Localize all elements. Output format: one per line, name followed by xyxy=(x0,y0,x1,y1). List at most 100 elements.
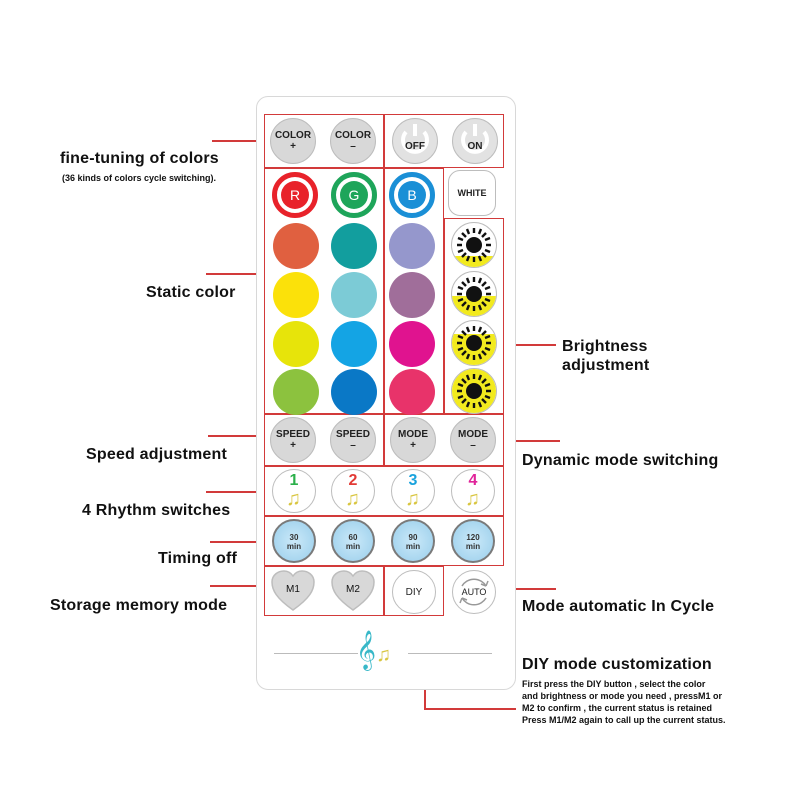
color-swatch-2-4[interactable] xyxy=(331,369,377,415)
on-button[interactable]: ON xyxy=(452,118,498,164)
timer-unit: min xyxy=(465,542,481,551)
brightness-label-line1: Brightness xyxy=(562,338,648,355)
timer-minutes: 90 xyxy=(408,533,418,542)
speed-arrow xyxy=(208,431,264,441)
fine-tuning-arrow xyxy=(212,136,264,146)
timer-group xyxy=(264,516,504,566)
mode-auto-label: Mode automatic In Cycle xyxy=(522,598,715,615)
color-plus-button[interactable]: COLOR + xyxy=(270,118,316,164)
rhythm-button-2[interactable]: 2 ♫ xyxy=(331,469,375,513)
timer-30-button[interactable]: 30 min xyxy=(272,519,316,563)
speed-minus-sign: – xyxy=(350,440,356,451)
m2-label: M2 xyxy=(346,584,360,595)
fine-tuning-label: fine-tuning of colors xyxy=(60,150,219,167)
rhythm-number: 1 xyxy=(289,472,299,489)
speed-adjustment-label: Speed adjustment xyxy=(86,446,228,463)
mode-group xyxy=(384,414,504,466)
red-label: R xyxy=(281,181,309,209)
divider-left xyxy=(274,653,358,654)
auto-button[interactable]: AUTO xyxy=(452,570,496,614)
rhythm-group xyxy=(264,466,504,516)
dynamic-mode-label: Dynamic mode switching xyxy=(522,452,719,469)
power-icon xyxy=(461,124,489,154)
brightness-label-line2: adjustment xyxy=(562,357,650,374)
color-swatch-3-4[interactable] xyxy=(389,369,435,415)
speed-plus-button[interactable]: SPEED + xyxy=(270,417,316,463)
timer-120-button[interactable]: 120 min xyxy=(451,519,495,563)
mode-plus-label: MODE xyxy=(398,429,428,440)
diy-desc-3: M2 to confirm , the current status is re… xyxy=(522,703,713,713)
speed-plus-label: SPEED xyxy=(276,429,310,440)
power-icon xyxy=(401,124,429,154)
color-swatch-2-2[interactable] xyxy=(331,272,377,318)
power-group xyxy=(384,114,504,168)
brightness-button-3[interactable] xyxy=(451,320,497,366)
off-button[interactable]: OFF xyxy=(392,118,438,164)
color-swatch-1-4[interactable] xyxy=(273,369,319,415)
white-button[interactable]: WHITE xyxy=(448,170,496,216)
static-color-group-left xyxy=(264,168,384,414)
sun-icon xyxy=(457,326,491,360)
diy-desc-2: and brightness or mode you need , pressM… xyxy=(522,691,723,701)
speed-minus-button[interactable]: SPEED – xyxy=(330,417,376,463)
storage-arrow xyxy=(210,581,264,591)
music-note-icon: ♫ xyxy=(286,488,301,510)
green-button[interactable]: G xyxy=(331,172,377,218)
color-swatch-3-2[interactable] xyxy=(389,272,435,318)
timer-label: 60 min xyxy=(333,533,373,551)
blue-label: B xyxy=(398,181,426,209)
color-swatch-2-1[interactable] xyxy=(331,223,377,269)
color-swatch-3-3[interactable] xyxy=(389,321,435,367)
mode-plus-sign: + xyxy=(410,440,416,451)
fine-tuning-sublabel: (36 kinds of colors cycle switching). xyxy=(62,173,217,183)
timer-90-button[interactable]: 90 min xyxy=(391,519,435,563)
rhythm-button-1[interactable]: 1 ♫ xyxy=(272,469,316,513)
speed-plus-sign: + xyxy=(290,440,296,451)
color-swatch-2-3[interactable] xyxy=(331,321,377,367)
timer-label: 120 min xyxy=(453,533,493,551)
sun-icon xyxy=(457,228,491,262)
timing-arrow xyxy=(210,537,264,547)
rhythm-button-4[interactable]: 4 ♫ xyxy=(451,469,495,513)
music-note-icon: ♫ xyxy=(345,488,360,510)
heart-icon xyxy=(271,570,315,611)
color-minus-button[interactable]: COLOR – xyxy=(330,118,376,164)
timer-60-button[interactable]: 60 min xyxy=(331,519,375,563)
brightness-button-2[interactable] xyxy=(451,271,497,317)
mode-minus-sign: – xyxy=(470,440,476,451)
color-swatch-1-3[interactable] xyxy=(273,321,319,367)
off-label: OFF xyxy=(405,140,425,152)
color-swatch-1-1[interactable] xyxy=(273,223,319,269)
m1-button[interactable]: M1 xyxy=(270,570,316,612)
sun-icon xyxy=(457,374,491,408)
diy-group xyxy=(384,566,444,616)
brightness-button-4[interactable] xyxy=(451,368,497,414)
timing-off-label: Timing off xyxy=(158,550,238,567)
on-label: ON xyxy=(467,140,483,152)
color-tune-group xyxy=(264,114,384,168)
diy-desc-4: Press M1/M2 again to call up the current… xyxy=(522,715,726,725)
color-plus-sign: + xyxy=(290,141,296,152)
rhythm-button-3[interactable]: 3 ♫ xyxy=(391,469,435,513)
diy-button[interactable]: DIY xyxy=(392,570,436,614)
mode-plus-button[interactable]: MODE + xyxy=(390,417,436,463)
static-color-arrow xyxy=(206,269,264,279)
mode-minus-button[interactable]: MODE – xyxy=(450,417,496,463)
color-swatch-1-2[interactable] xyxy=(273,272,319,318)
cycle-icon xyxy=(459,578,489,606)
diy-desc-1: First press the DIY button , select the … xyxy=(522,679,706,689)
timer-minutes: 60 xyxy=(348,533,358,542)
memory-group xyxy=(264,566,384,616)
rhythm-number: 3 xyxy=(408,472,418,489)
color-swatch-3-1[interactable] xyxy=(389,223,435,269)
m2-button[interactable]: M2 xyxy=(330,570,376,612)
rhythm-arrow xyxy=(206,487,264,497)
color-minus-sign: – xyxy=(350,141,356,152)
brightness-button-1[interactable] xyxy=(451,222,497,268)
rhythm-number: 2 xyxy=(348,472,358,489)
timer-unit: min xyxy=(286,542,302,551)
sun-icon xyxy=(457,277,491,311)
music-note-icon: ♫ xyxy=(405,488,420,510)
red-button[interactable]: R xyxy=(272,172,318,218)
blue-button[interactable]: B xyxy=(389,172,435,218)
